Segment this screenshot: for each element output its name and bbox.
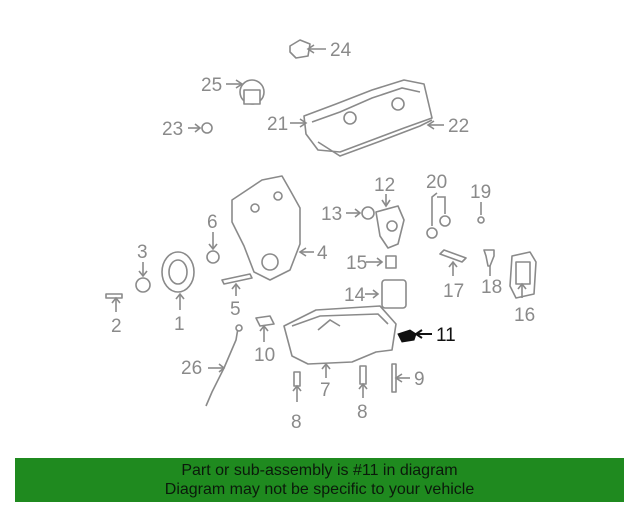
callout-6: 6	[207, 212, 218, 233]
callout-14: 14	[344, 285, 366, 306]
part-9-bolt	[391, 363, 410, 393]
part-19-plug	[477, 202, 485, 224]
part-14-oil-filter	[365, 279, 407, 309]
callout-17: 17	[443, 281, 464, 302]
callout-19: 19	[470, 182, 491, 203]
part-8-bolt-left	[292, 371, 302, 402]
part-4-timing-cover	[231, 175, 314, 281]
part-7-oil-pan	[283, 305, 397, 378]
part-2-bolt	[105, 293, 123, 312]
callout-26: 26	[181, 358, 202, 379]
callout-11: 11	[436, 325, 456, 346]
callout-13: 13	[321, 204, 342, 225]
part-12-housing	[346, 194, 405, 249]
part-11-oil-pressure-sensor	[397, 329, 432, 343]
part-8-bolt-right	[358, 365, 368, 398]
callout-4: 4	[317, 243, 328, 264]
callout-8-right: 8	[357, 402, 368, 423]
parts-diagram: 24 25 21 22 23 12 20 19 6 13 3 4 15 17 1…	[105, 39, 537, 433]
part-6-seal	[206, 232, 220, 264]
part-24-oil-cap	[289, 39, 326, 59]
part-10-bracket	[255, 315, 275, 342]
part-18-bolt	[483, 249, 495, 276]
callout-23: 23	[162, 119, 183, 140]
part-20-bolts	[426, 192, 451, 239]
part-16-oil-cooler	[509, 251, 537, 299]
part-15-nipple	[366, 255, 397, 269]
callout-5: 5	[230, 299, 241, 320]
part-21-valve-cover	[290, 79, 444, 157]
callout-21: 21	[267, 114, 288, 135]
callout-9: 9	[414, 369, 425, 390]
callout-18: 18	[481, 277, 502, 298]
banner-line-1: Part or sub-assembly is #11 in diagram	[181, 462, 458, 479]
part-26-dipstick	[205, 324, 243, 407]
callout-24: 24	[330, 40, 352, 61]
callout-10: 10	[254, 345, 275, 366]
part-1-pulley	[161, 251, 195, 310]
part-23-seal	[188, 122, 213, 134]
part-17-bolt	[439, 249, 467, 276]
part-5-bolt	[221, 273, 253, 296]
callout-25: 25	[201, 75, 222, 96]
callout-22: 22	[448, 116, 469, 137]
part-3-washer	[135, 262, 151, 293]
callout-7: 7	[320, 380, 331, 401]
callout-8-left: 8	[291, 412, 302, 433]
callout-20: 20	[426, 172, 447, 193]
part-25-filler-cap	[226, 79, 265, 105]
callout-1: 1	[174, 314, 185, 335]
callout-3: 3	[137, 242, 148, 263]
callout-2: 2	[111, 316, 122, 337]
callout-16: 16	[514, 305, 535, 326]
banner-line-2: Diagram may not be specific to your vehi…	[164, 481, 475, 498]
callout-15: 15	[346, 253, 367, 274]
callout-12: 12	[374, 175, 395, 196]
part-info-banner: Part or sub-assembly is #11 in diagram D…	[15, 458, 624, 502]
